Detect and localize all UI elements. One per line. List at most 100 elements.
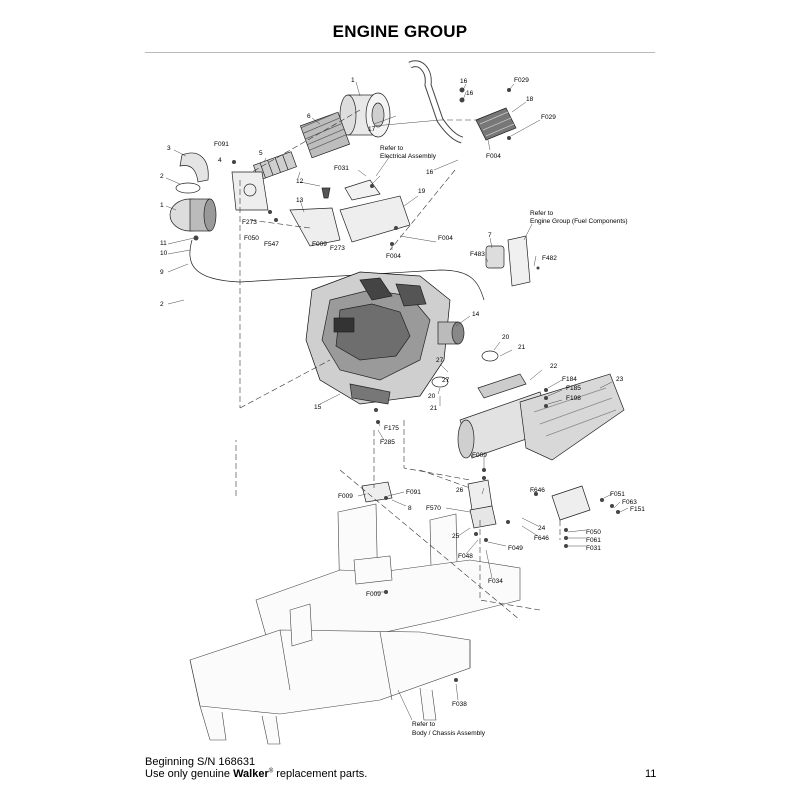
fuel-bracket [507,235,531,287]
registered-mark: ® [268,768,274,775]
callout: F198 [566,395,581,402]
callout: 25 [452,533,460,540]
callout: 22 [550,363,558,370]
callout: 9 [160,269,164,276]
callout: F051 [610,491,625,498]
wiring-harness [344,179,381,201]
genuine-prefix: Use only genuine [145,768,234,780]
callout: 27 [442,377,450,384]
callout: 10 [160,250,168,257]
callout: 16 [466,90,474,97]
ref-chassis-line1: Refer to [412,721,436,728]
ref-fuel-line1: Refer to [530,210,554,217]
callout: 24 [538,525,546,532]
callout: 16 [460,78,468,85]
callout: 27 [436,357,444,364]
callout: F570 [426,505,441,512]
callout: 14 [472,311,480,318]
ref-chassis-line2: Body / Chassis Assembly [412,730,486,737]
genuine-suffix: replacement parts. [273,768,368,780]
brand-name: Walker [233,768,269,780]
callout: 5 [259,150,263,157]
callout: F038 [452,701,467,708]
page-number: 11 [645,768,657,780]
callout: F004 [486,153,501,160]
callout: F031 [586,545,601,552]
callout: 3 [167,145,171,152]
callout: F029 [541,114,556,121]
callout: F004 [386,253,401,260]
callout: 26 [456,487,464,494]
callout: F151 [630,506,645,513]
callout: F009 [312,241,327,248]
callout: 2 [160,301,164,308]
callout: 12 [296,178,304,185]
bracket-13 [289,207,341,247]
callout: 11 [160,240,167,247]
callout-labels: 1 16 F029 16 18 F029 6 17 F004 16 3 F091… [160,77,645,708]
callout: F285 [380,439,395,446]
callout: 17 [368,126,376,133]
callout: 18 [526,96,534,103]
callout: F273 [330,245,345,252]
callout: F048 [458,553,473,560]
mount-bracket-26 [467,479,493,511]
callout: 20 [428,393,436,400]
callout: F009 [366,591,381,598]
air-filter-element [299,111,351,159]
callout: F175 [384,425,399,432]
chassis-frame [189,503,521,745]
ref-electrical-line1: Refer to [380,145,404,152]
callout: F273 [242,219,257,226]
elbow-3 [179,152,209,183]
callout: F063 [622,499,637,506]
callout: F050 [244,235,259,242]
callout: F547 [264,241,279,248]
callout: F009 [338,493,353,500]
callout: 16 [426,169,434,176]
callout: 1 [160,202,164,209]
page-title: ENGINE GROUP [332,22,468,41]
serial-note: Beginning S/N 168631 [145,756,256,768]
reference-notes: Refer to Electrical Assembly Refer to En… [380,145,628,737]
callout: F483 [470,251,485,258]
callout: F061 [586,537,601,544]
callout: 20 [502,334,510,341]
callout: 4 [218,157,222,164]
bracket-19 [339,195,411,243]
callout: F004 [438,235,453,242]
callout: 2 [160,173,164,180]
oil-filter [437,321,465,345]
callout: F009 [472,452,487,459]
callout: 6 [307,113,311,120]
callout: F482 [542,255,557,262]
callout: 23 [616,376,624,383]
hose-clamp [175,182,201,194]
callout: F091 [214,141,229,148]
callout: 13 [296,197,304,204]
callout: F029 [514,77,529,84]
callout: F031 [334,165,349,172]
callout: 1 [351,77,355,84]
mount-bracket-25 [469,505,497,529]
elbow-18 [475,107,517,141]
callout: F034 [488,578,503,585]
header-divider [145,52,655,53]
callout: F646 [530,487,545,494]
bracket-4 [231,171,269,211]
callout: 21 [518,344,526,351]
callout: 7 [488,232,492,239]
callout: 8 [408,505,412,512]
air-cleaner-canister [339,92,391,138]
callout: 19 [418,188,426,195]
callout: 15 [314,404,322,411]
mount-bracket-24 [551,485,591,521]
callout: F050 [586,529,601,536]
callout: F049 [508,545,523,552]
air-cleaner-left [169,198,217,232]
callout: F646 [534,535,549,542]
callout: F091 [406,489,421,496]
engine [305,271,451,405]
ref-electrical-line2: Electrical Assembly [380,153,437,160]
